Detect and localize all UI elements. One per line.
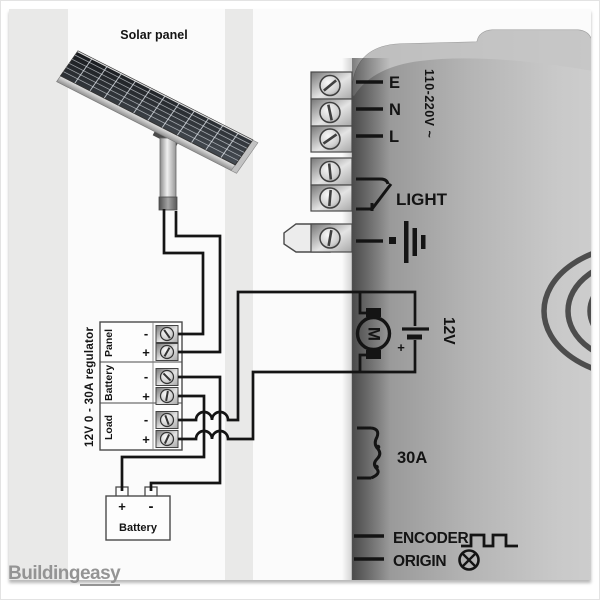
square-wave-icon	[461, 533, 518, 548]
panel-top-highlight	[77, 51, 253, 142]
section-load-label: Load	[103, 415, 115, 440]
board-labels: E N L 110-220V ~ LIGHT	[354, 69, 518, 571]
battery-neg-label: -	[144, 369, 148, 384]
screw-slots	[322, 79, 338, 247]
panel-pole	[159, 137, 177, 201]
load-pos-label: +	[142, 432, 150, 447]
battery-neg-label: -	[149, 498, 154, 515]
battery-pos-label: +	[118, 499, 126, 514]
battery-pos-label: +	[142, 389, 150, 404]
wiring-diagram: E N L 110-220V ~ LIGHT	[9, 9, 591, 580]
wire-load-negative	[178, 290, 417, 422]
solar-panel	[56, 50, 259, 211]
motor-icon	[355, 315, 392, 352]
origin-crosshair-icon	[458, 549, 480, 571]
regulator-terminals	[155, 325, 179, 448]
regulator: 12V 0 - 30A regulator Panel Battery Load…	[84, 321, 183, 451]
dc-plus-label: +	[397, 340, 405, 355]
panel-grid-rows	[63, 54, 250, 161]
section-battery-label: Battery	[103, 365, 115, 401]
wires	[120, 209, 417, 491]
board-terminal-strips	[283, 71, 353, 253]
motor-letter: M	[365, 327, 384, 341]
brand-watermark: Buildingeasy	[8, 563, 121, 586]
wire-panel-positive	[174, 211, 222, 354]
ground-icon	[356, 221, 426, 263]
battery-cell-icon	[402, 327, 429, 340]
terminal-dashes	[356, 80, 383, 138]
battery-box	[105, 495, 171, 541]
battery: + - Battery	[105, 486, 171, 541]
brand-suffix: easy	[79, 563, 121, 586]
wire-battery-negative	[149, 375, 222, 491]
fuse-icon	[357, 426, 382, 480]
light-label: LIGHT	[396, 190, 448, 209]
pole-base	[158, 196, 178, 211]
encoder-label: ENCODER	[393, 530, 469, 547]
load-neg-label: -	[144, 412, 148, 427]
section-panel-label: Panel	[103, 329, 115, 357]
board-drop-shadow	[342, 58, 352, 580]
polarity-labels: - + - + - +	[142, 326, 150, 447]
battery-label: Battery	[119, 522, 158, 534]
motor-brush	[366, 308, 381, 317]
motor-circuit: M + 12V	[355, 292, 457, 372]
fuse-rating-label: 30A	[397, 449, 427, 467]
board-top-lip	[352, 30, 591, 96]
panel-neg-label: -	[144, 326, 148, 341]
dc-voltage-label: 12V	[440, 317, 457, 345]
solar-panel-label: Solar panel	[120, 28, 187, 42]
panel-pos-label: +	[142, 345, 150, 360]
terminal-l-label: L	[389, 128, 399, 146]
motor-brush	[366, 350, 381, 359]
terminal-strip-mains	[310, 71, 353, 153]
control-board	[342, 29, 591, 580]
wire-battery-positive	[120, 394, 206, 491]
origin-label: ORIGIN	[393, 553, 446, 570]
wire-panel-negative	[162, 209, 205, 336]
diagram-area: E N L 110-220V ~ LIGHT	[9, 9, 591, 580]
motor-leads	[358, 292, 366, 372]
light-switch-icon	[356, 177, 393, 211]
mains-voltage-label: 110-220V ~	[422, 69, 436, 138]
decorative-rings-icon	[541, 242, 591, 380]
regulator-title: 12V 0 - 30A regulator	[84, 326, 96, 447]
panel-face-group	[56, 50, 259, 174]
terminal-e-label: E	[389, 74, 400, 92]
wire-load-positive	[178, 340, 417, 441]
terminal-n-label: N	[389, 101, 401, 119]
brand-prefix: Building	[8, 563, 80, 584]
